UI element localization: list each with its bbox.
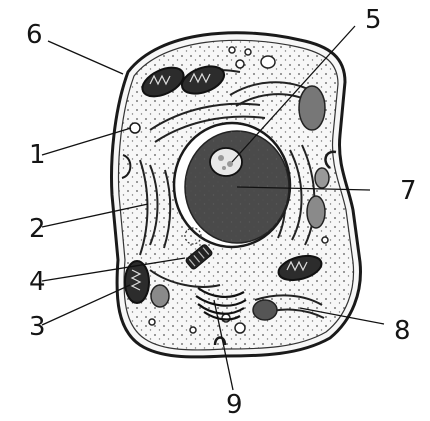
label-2: 2 xyxy=(29,216,46,242)
label-4: 4 xyxy=(29,269,46,295)
label-5: 5 xyxy=(365,7,382,33)
nucleus xyxy=(174,123,290,247)
label-9: 9 xyxy=(226,392,243,418)
nucleolus xyxy=(210,148,242,176)
label-6: 6 xyxy=(26,22,43,48)
label-3: 3 xyxy=(29,314,46,340)
label-8: 8 xyxy=(394,318,411,344)
label-1: 1 xyxy=(29,142,46,168)
label-7: 7 xyxy=(400,178,417,204)
